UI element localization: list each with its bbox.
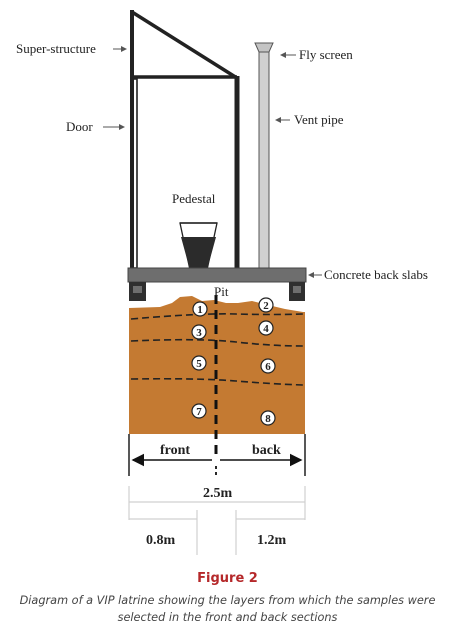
svg-text:8: 8 — [265, 413, 271, 425]
svg-text:6: 6 — [265, 361, 271, 373]
front-label: front — [160, 443, 190, 458]
concrete-back-slabs — [127, 267, 307, 283]
sample-markers: 1 2 3 4 5 6 7 8 — [191, 297, 276, 426]
total-width-label: 2.5m — [203, 486, 233, 501]
fly-screen — [254, 42, 274, 53]
super-structure-label: Super-structure — [16, 41, 96, 56]
svg-text:7: 7 — [196, 406, 202, 418]
vip-latrine-diagram: 1 2 3 4 5 6 7 8 Pit — [16, 10, 428, 555]
concrete-back-slabs-label: Concrete back slabs — [324, 267, 428, 282]
vent-pipe — [258, 49, 270, 281]
door-label: Door — [66, 119, 93, 134]
pit-wall-blocks — [129, 282, 305, 301]
sample-marker-4: 4 — [258, 320, 274, 336]
super-structure — [130, 10, 240, 268]
fly-screen-label: Fly screen — [299, 47, 353, 62]
sample-marker-5: 5 — [191, 355, 207, 371]
svg-text:1: 1 — [197, 304, 203, 316]
sample-marker-7: 7 — [191, 403, 207, 419]
svg-text:4: 4 — [263, 323, 269, 335]
back-label: back — [252, 443, 281, 458]
pit-label: Pit — [214, 284, 229, 299]
svg-text:2: 2 — [263, 300, 269, 312]
svg-text:3: 3 — [196, 327, 202, 339]
back-width-label: 1.2m — [257, 533, 287, 548]
svg-text:5: 5 — [196, 358, 202, 370]
pedestal — [179, 222, 218, 271]
sample-marker-1: 1 — [192, 301, 208, 317]
sample-marker-6: 6 — [260, 358, 276, 374]
sample-marker-3: 3 — [191, 324, 207, 340]
pedestal-label: Pedestal — [172, 191, 216, 206]
sample-marker-2: 2 — [258, 297, 274, 313]
vent-pipe-label: Vent pipe — [294, 112, 344, 127]
figure-title: Figure 2 — [197, 571, 258, 586]
layer-boundaries — [130, 313, 304, 386]
figure-caption: Diagram of a VIP latrine showing the lay… — [19, 594, 436, 624]
sample-marker-8: 8 — [260, 410, 276, 426]
front-width-label: 0.8m — [146, 533, 176, 548]
